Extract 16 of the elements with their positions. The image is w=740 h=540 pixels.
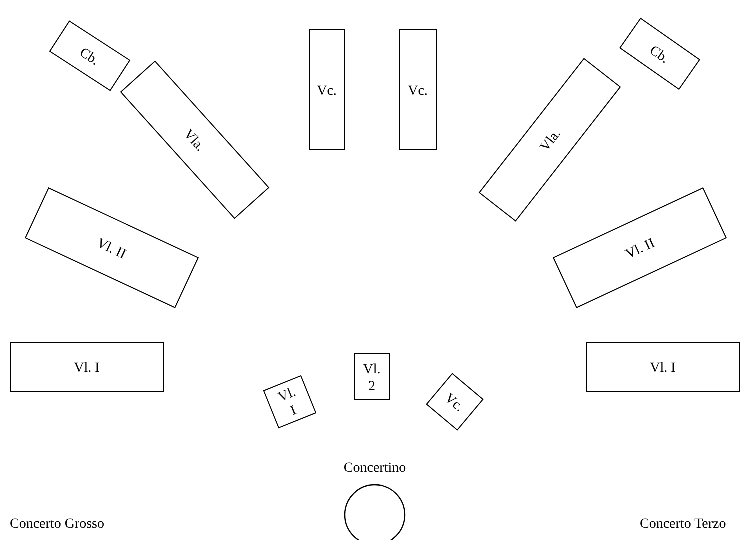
group-caption: Concerto Grosso — [10, 517, 104, 533]
section-box: Vl. I — [10, 342, 164, 392]
section-box: Vc. — [309, 30, 345, 150]
group-title: Concertino — [344, 461, 406, 477]
section-box: Vl. 2 — [354, 354, 390, 400]
section-box: Vla. — [120, 60, 270, 220]
section-box: Vl. I — [263, 375, 317, 429]
section-box: Cb. — [49, 20, 131, 92]
section-box: Vc. — [399, 30, 437, 150]
section-box: Vc. — [426, 373, 484, 431]
section-box: Vl. I — [586, 342, 740, 392]
group-caption: Concerto Terzo — [640, 517, 726, 533]
section-box: Vla. — [478, 58, 622, 222]
section-box: Vl. II — [24, 188, 200, 308]
section-box: Vl. II — [552, 188, 728, 308]
section-box: Cb. — [619, 18, 701, 90]
